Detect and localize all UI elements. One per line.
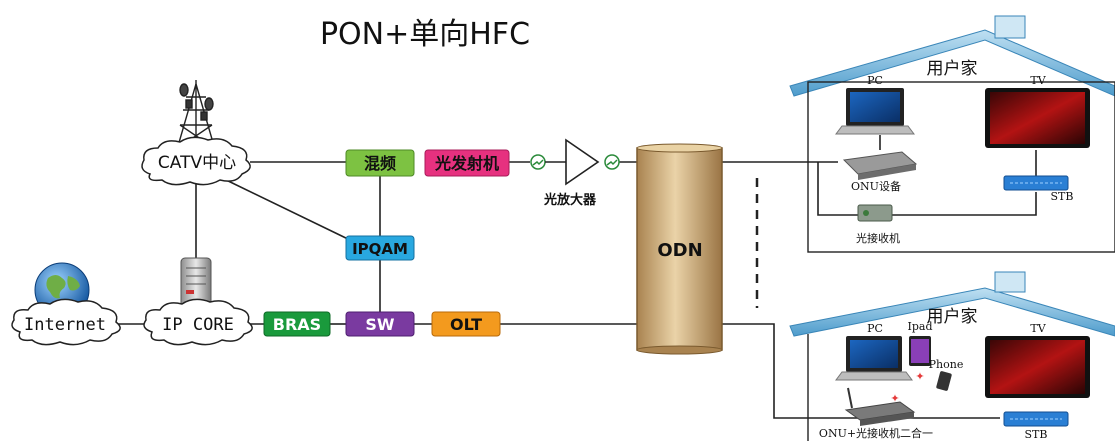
house-roof [789, 287, 1115, 337]
amplifier-icon [545, 138, 600, 186]
house-2: 用户家 PC Ipad ✦ Phone ✦ ONU+光接收机二合一 TV [789, 271, 1115, 441]
bras-label: BRAS [273, 315, 321, 334]
chimney [994, 15, 1026, 39]
mix-box: 混频 [345, 149, 415, 177]
house-title: 用户家 [927, 307, 978, 327]
catv-cloud [141, 136, 251, 186]
chimney [994, 271, 1026, 293]
house-wall [807, 81, 1115, 253]
wifi-icon: ✦ [915, 370, 924, 383]
tv-icon [985, 88, 1090, 148]
internet-label: Internet [24, 315, 106, 335]
ipad-icon [909, 336, 931, 366]
tx-label: 光发射机 [434, 154, 499, 173]
tv-label: TV [1030, 74, 1046, 87]
ipqam-label: IPQAM [352, 240, 408, 258]
wifi-icon: ✦ [890, 392, 899, 405]
onu-combo-icon [844, 387, 916, 426]
internet-cloud [11, 298, 121, 346]
bras-box: BRAS [263, 311, 331, 337]
ipad-label: Ipad [908, 320, 933, 333]
stb-label: STB [1025, 428, 1048, 441]
odn-label: ODN [657, 240, 702, 261]
diagram-title: PON+单向HFC [320, 17, 530, 52]
tx-box: 光发射机 [424, 149, 510, 177]
line-house1-loop [817, 162, 1037, 216]
phone-label: Phone [929, 358, 964, 371]
amplifier-label: 光放大器 [543, 192, 597, 208]
ipqam-box: IPQAM [345, 235, 415, 261]
stb-icon [1003, 175, 1069, 191]
pc-label: PC [867, 74, 883, 87]
house-1: 用户家 PC ONU设备 光接收机 TV STB [789, 15, 1115, 253]
tv-label: TV [1030, 322, 1046, 335]
tv-icon [985, 336, 1090, 398]
receiver-label: 光接收机 [856, 231, 900, 245]
pc-icon [835, 336, 913, 381]
house-roof [789, 29, 1115, 97]
connector-icon [530, 154, 546, 170]
ipcore-label: IP CORE [162, 315, 234, 335]
onu-label: ONU设备 [851, 179, 901, 193]
house-title: 用户家 [927, 59, 978, 79]
sw-label: SW [365, 315, 395, 334]
pc-label: PC [867, 322, 883, 335]
stb-icon [1003, 411, 1069, 427]
mix-label: 混频 [364, 154, 396, 173]
connector-icon [604, 154, 620, 170]
tower-icon [177, 80, 215, 147]
phone-icon [936, 371, 952, 391]
olt-box: OLT [431, 311, 501, 337]
odn-cylinder: ODN [636, 143, 723, 355]
receiver-icon [857, 204, 893, 222]
olt-label: OLT [450, 315, 482, 334]
stb-label: STB [1051, 190, 1074, 203]
onu-device-icon [842, 151, 918, 180]
ipcore-cloud [143, 298, 253, 346]
onu-combo-label: ONU+光接收机二合一 [819, 426, 933, 440]
catv-label: CATV中心 [158, 153, 236, 173]
sw-box: SW [345, 311, 415, 337]
line-catv-ipqam [221, 177, 351, 241]
pc-icon [835, 88, 915, 135]
